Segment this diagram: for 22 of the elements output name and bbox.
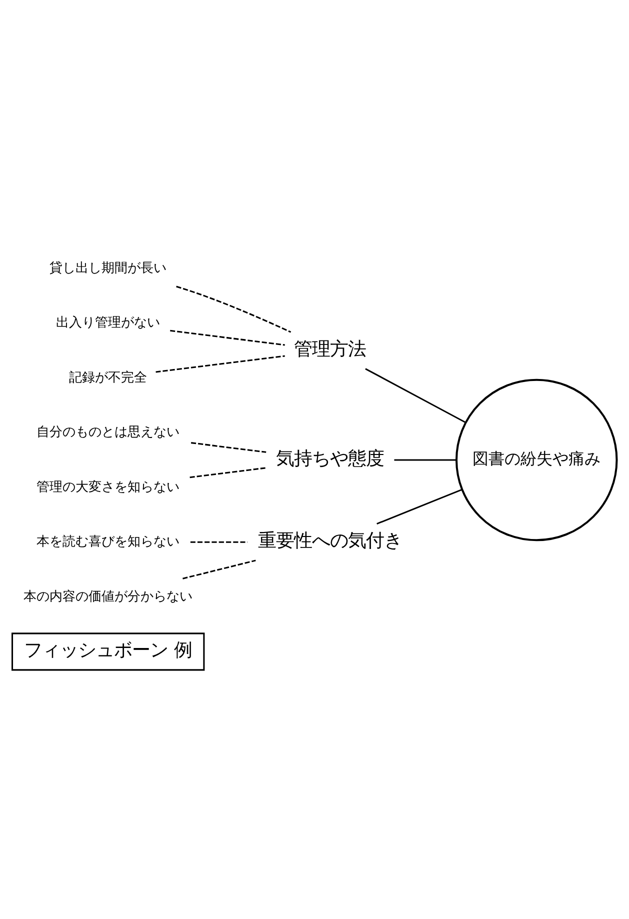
node-text: 記録が不完全	[69, 370, 148, 385]
connector	[394, 458, 456, 460]
connector	[365, 368, 466, 423]
connector	[190, 540, 248, 542]
node-text: 気持ちや態度	[276, 448, 384, 469]
node-text: 出入り管理がない	[56, 315, 160, 330]
node-text: 重要性への気付き	[258, 530, 402, 552]
node-box: フィッシュボーン 例	[12, 632, 205, 670]
connector	[156, 354, 285, 372]
node-text: 自分のものとは思えない	[36, 424, 180, 440]
node-text: 本の内容の価値が分からない	[24, 588, 193, 604]
node-text: 管理方法	[294, 338, 366, 360]
connector	[190, 442, 266, 452]
connector	[376, 488, 462, 524]
node-text: 本を読む喜びを知らない	[36, 534, 180, 550]
node-circle: 図書の紛失や痛み	[455, 378, 618, 541]
connector	[182, 559, 256, 579]
node-text: 貸し出し期間が長い	[50, 260, 167, 276]
node-text: 管理の大変さを知らない	[36, 479, 180, 494]
connector	[176, 285, 292, 332]
connector	[190, 466, 266, 478]
connector	[170, 329, 285, 346]
